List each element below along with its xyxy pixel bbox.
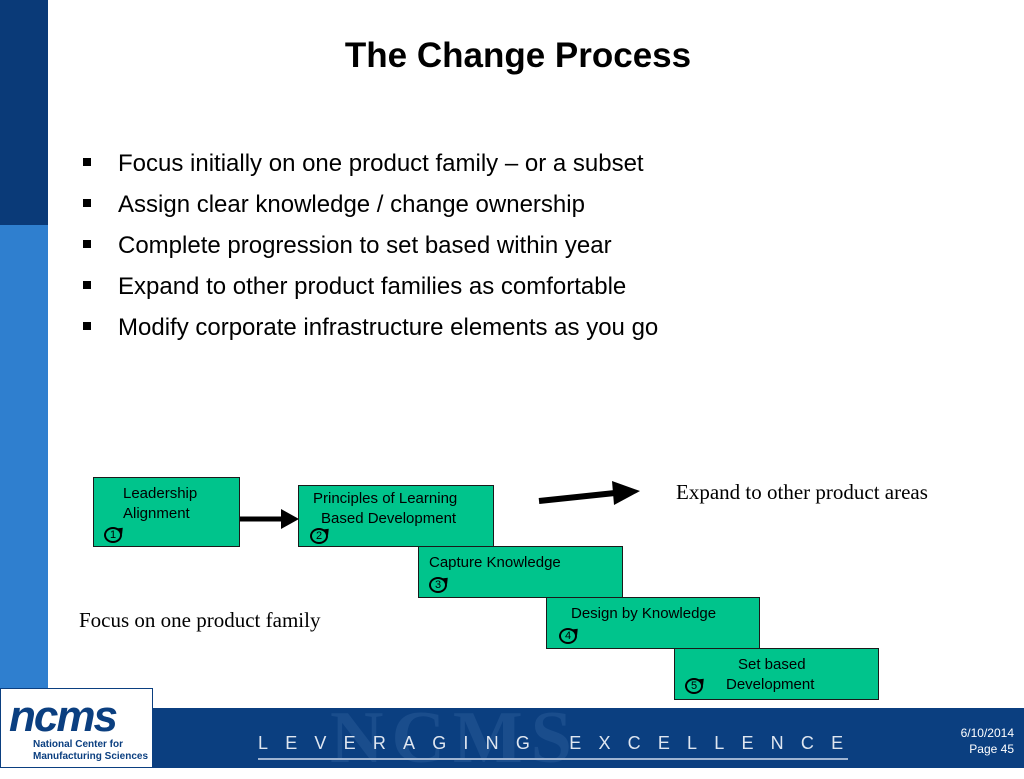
footer-tagline: LEVERAGING EXCELLENCE (258, 733, 861, 753)
footer-bar: NCMS LEVERAGING EXCELLENCE (0, 697, 1024, 779)
step-box-set-based-development: Set based Development 5 (674, 648, 879, 700)
slide-title: The Change Process (344, 36, 692, 75)
cycle-number-icon: 3 (429, 577, 447, 593)
step-label-line: Based Development (321, 510, 457, 527)
step-label-line: Leadership (123, 485, 198, 502)
logo-name: National Center for Manufacturing Scienc… (33, 739, 149, 762)
square-bullet-icon (83, 240, 91, 248)
footer-watermark: NCMS (330, 697, 580, 779)
footer-date: 6/10/2014 (960, 726, 1014, 740)
annotation-expand: Expand to other product areas (676, 480, 928, 504)
cycle-number-icon: 2 (310, 528, 328, 544)
arrow-expand-icon (538, 481, 640, 505)
bullet-list: Focus initially on one product family – … (80, 143, 658, 348)
square-bullet-icon (83, 322, 91, 330)
step-box-leadership-alignment: Leadership Alignment 1 (93, 477, 240, 547)
step-label-line: Development (726, 676, 815, 693)
square-bullet-icon (83, 158, 91, 166)
cycle-number-icon: 1 (104, 527, 122, 543)
step-label-line: Capture Knowledge (429, 554, 561, 571)
step-box-principles-of-learning: Principles of Learning Based Development… (298, 485, 494, 547)
sidebar-light-band (0, 225, 48, 710)
cycle-number-icon: 4 (559, 628, 577, 644)
bullet-item: Expand to other product families as comf… (80, 266, 658, 307)
bullet-item: Assign clear knowledge / change ownershi… (80, 184, 658, 225)
step-box-capture-knowledge: Capture Knowledge 3 (418, 546, 623, 598)
step-label-line: Alignment (123, 505, 190, 522)
cycle-number-icon: 5 (685, 678, 703, 694)
step-box-design-by-knowledge: Design by Knowledge 4 (546, 597, 760, 649)
square-bullet-icon (83, 281, 91, 289)
logo-mark: ncms (9, 692, 118, 741)
annotation-focus: Focus on one product family (79, 608, 321, 632)
footer-divider (258, 758, 848, 760)
step-label-line: Design by Knowledge (571, 605, 717, 622)
footer-page-number: Page 45 (969, 742, 1014, 756)
bullet-item: Modify corporate infrastructure elements… (80, 307, 658, 348)
step-label-line: Set based (738, 656, 806, 673)
step-label-line: Principles of Learning (313, 490, 458, 507)
sidebar-dark-band (0, 0, 48, 225)
arrow-step1-to-step2-icon (240, 509, 299, 529)
bullet-item: Focus initially on one product family – … (80, 143, 658, 184)
ncms-logo: ncms National Center for Manufacturing S… (0, 688, 153, 768)
bullet-item: Complete progression to set based within… (80, 225, 658, 266)
square-bullet-icon (83, 199, 91, 207)
